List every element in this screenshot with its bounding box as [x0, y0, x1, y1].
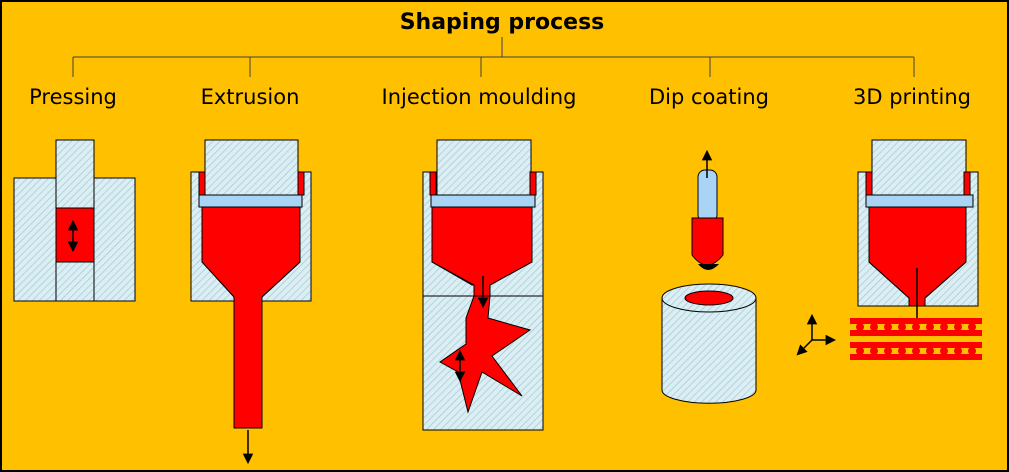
dip-droplet [698, 264, 719, 270]
printer-plunger-plate [865, 194, 974, 208]
injection-material-wedge-left [429, 171, 437, 196]
injection-plunger-plate [430, 194, 536, 208]
pressing-illustration [13, 139, 136, 302]
extrusion-piston [204, 139, 299, 196]
printer-material-wedge-right [963, 171, 971, 196]
printer-piston [871, 139, 967, 196]
pressing-upper-punch [55, 139, 95, 209]
injection-material-wedge-right [529, 171, 537, 196]
label-pressing: Pressing [29, 85, 117, 109]
printer-material-wedge-left [865, 171, 873, 196]
dip-bath-slurry [684, 290, 734, 306]
label-extrusion: Extrusion [201, 85, 300, 109]
label-dip-coating: Dip coating [649, 85, 769, 109]
diagram-title: Shaping process [400, 10, 605, 35]
pressing-lower-punch [55, 261, 95, 302]
3d-printing-illustration [796, 139, 982, 360]
printed-lattice-gaps [864, 336, 968, 342]
extrusion-material-wedge-left [198, 171, 206, 196]
injection-cavity-part [439, 295, 532, 414]
extrusion-material-wedge-right [297, 171, 305, 196]
injection-piston [436, 139, 532, 196]
extrusion-material [201, 206, 301, 429]
extrusion-plunger-plate [198, 194, 303, 208]
pressing-die-right [93, 177, 136, 302]
label-injection-moulding: Injection moulding [382, 85, 577, 109]
dip-bath-body [661, 298, 757, 404]
pressing-die-left [13, 177, 57, 302]
label-3d-printing: 3D printing [853, 85, 971, 109]
connector-tree [72, 37, 915, 77]
extrusion-illustration [190, 139, 312, 465]
printed-lattice [850, 318, 982, 360]
xyz-axes [796, 313, 837, 356]
injection-illustration [422, 139, 544, 431]
printer-material [868, 206, 967, 307]
dip-coating-layer [691, 217, 724, 266]
dip-coating-illustration [661, 149, 757, 404]
pressing-material [55, 207, 95, 263]
